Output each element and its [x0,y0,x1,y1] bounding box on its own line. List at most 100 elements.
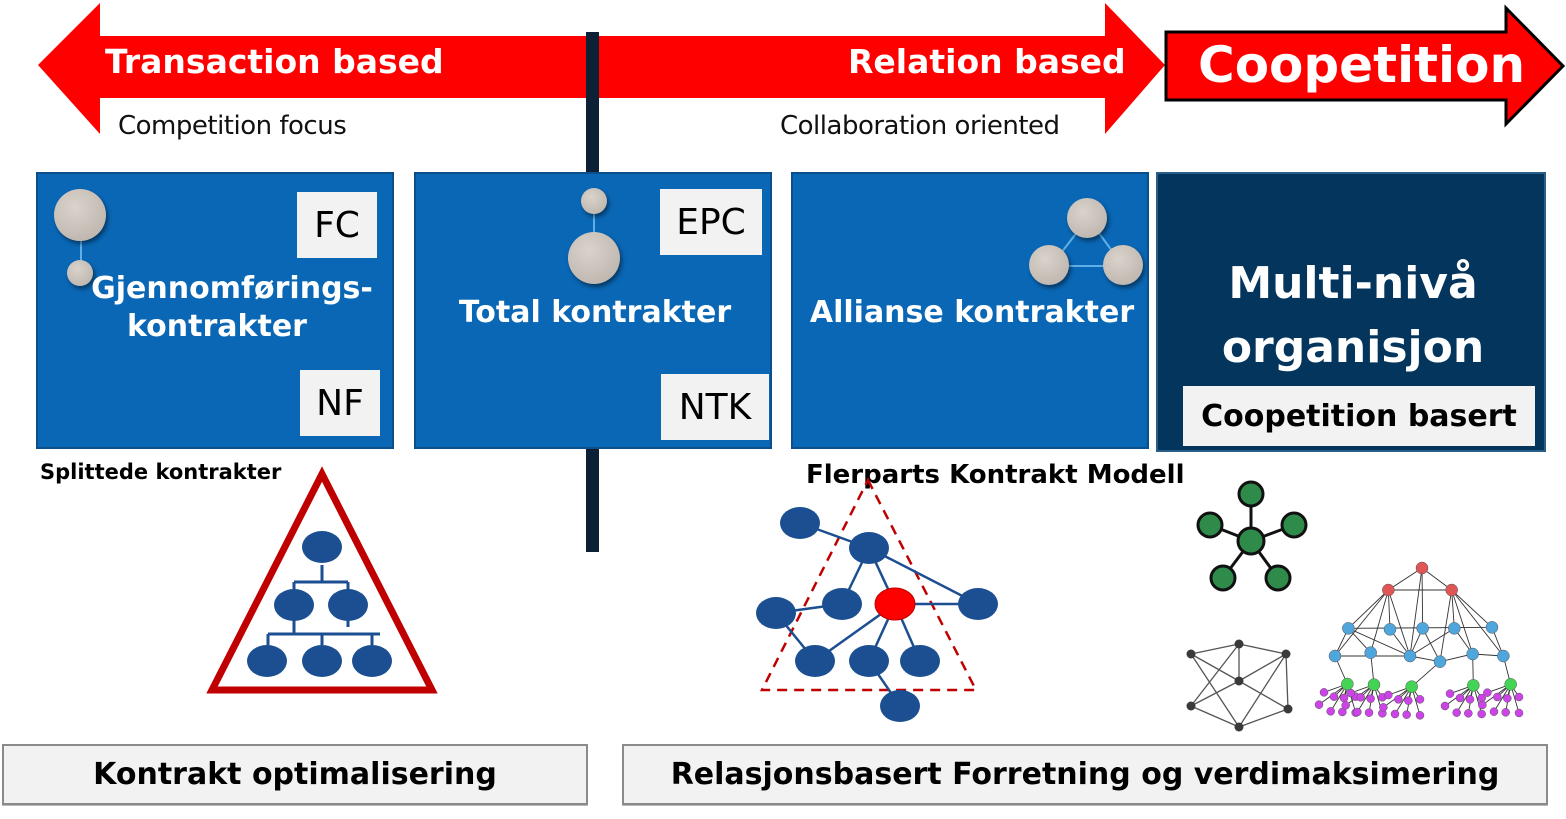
leaf-node [1339,693,1349,703]
leaf-node [1465,695,1475,704]
node-large-icon [54,189,106,241]
network-edge [1348,627,1411,657]
network-edge [1334,589,1389,657]
org-node [352,645,392,677]
mesh-node [1234,639,1244,649]
leaf-node [1415,711,1425,720]
card-title: Total kontrakter [458,295,732,330]
network-edge [1348,589,1389,629]
leaf-node [1501,708,1510,717]
card-title: Gjennomførings- kontrakter [38,270,396,345]
middle-node [1342,622,1355,635]
footer-kontrakt-optimalisering: Kontrakt optimalisering [2,744,588,805]
footer-relasjonsbasert: Relasjonsbasert Forretning og verdimaksi… [622,744,1548,805]
network-node [958,588,998,620]
leaf-node [1503,694,1512,703]
middle-node [1433,655,1447,668]
network-edge [1451,589,1455,629]
middle-node [1328,649,1342,663]
tag-epc: EPC [660,189,762,255]
group-node [1504,678,1517,691]
group-node [1467,679,1480,692]
leaf-node [1483,688,1492,697]
alliance-network-diagram [756,477,998,722]
leaf-node [1314,700,1324,709]
card-total: Total kontrakter EPC NTK [414,172,772,449]
mesh-network-diagram [1186,639,1293,732]
mesh-node [1186,649,1196,659]
network-edge [1409,627,1455,657]
relation-label: Relation based [848,42,1126,81]
node-small-icon [67,260,93,286]
card-multiniva: Multi-nivå organisjon Coopetition basert [1156,172,1546,452]
middle-node [1466,647,1479,661]
group-node [1341,677,1354,691]
network-edge [1409,567,1423,657]
network-edge [1451,589,1493,628]
mesh-node [1283,704,1293,714]
tag-fc: FC [297,192,377,258]
leaf-node [1493,692,1502,702]
relation-arrow [580,3,1165,134]
network-edge [1388,567,1423,591]
network-edge [1421,567,1424,629]
leaf-node [1379,703,1388,712]
middle-node [1416,622,1429,635]
top-node [1445,583,1458,597]
star-node [1280,511,1308,539]
card-title: Allianse kontrakter [809,295,1135,330]
leaf-node [1452,708,1461,717]
leaf-node [1514,708,1524,718]
leaf-node [1356,693,1365,702]
coopetition-label: Coopetition [1198,36,1526,94]
leaf-node [1319,688,1329,697]
network-edge [1451,589,1504,657]
caption-flerparts: Flerparts Kontrakt Modell [806,460,1185,490]
leaf-node [1478,700,1487,710]
network-node [900,645,940,677]
top-node [1415,561,1429,575]
star-node [1209,564,1237,592]
network-edge [1387,589,1391,630]
network-node [756,597,796,629]
network-edge [1387,589,1411,657]
mesh-node [1281,649,1291,659]
card-title-line1: Gjennomførings- [91,271,373,306]
network-node [795,645,835,677]
leaf-node [1477,709,1486,719]
mesh-node [1186,701,1196,711]
leaf-node [1402,710,1411,719]
leaf-node [1489,707,1499,716]
node-top-icon [1067,198,1107,238]
card-title-line2: kontrakter [127,308,307,344]
transaction-label: Transaction based [105,42,444,81]
hierarchy-diagram [206,466,438,694]
network-node [822,588,862,620]
mesh-node [1234,676,1244,686]
mesh-node [1234,722,1244,732]
org-node [302,531,342,563]
network-edge [1451,589,1474,655]
middle-node [1497,649,1510,663]
network-node [849,532,889,564]
caption-splittede: Splittede kontrakter [40,460,282,484]
group-node [1367,678,1381,691]
card-title-line2: organisjon [1221,321,1485,373]
competition-focus-label: Competition focus [118,111,347,141]
middle-node [1403,649,1417,663]
star-node [1196,511,1224,539]
leaf-node [1404,696,1413,705]
leaf-node [1415,695,1425,704]
leaf-node [1353,707,1362,717]
network-node [880,690,920,722]
coopetition-arrow [1164,4,1566,128]
network-edge [1370,589,1389,653]
card-allianse: Allianse kontrakter [791,172,1149,449]
star-node [1264,564,1292,592]
collaboration-oriented-label: Collaboration oriented [780,111,1060,141]
multilevel-network-diagram [1314,561,1524,720]
network-hub-node [874,587,916,621]
leaf-node [1445,689,1455,698]
tag-ntk: NTK [661,374,769,440]
